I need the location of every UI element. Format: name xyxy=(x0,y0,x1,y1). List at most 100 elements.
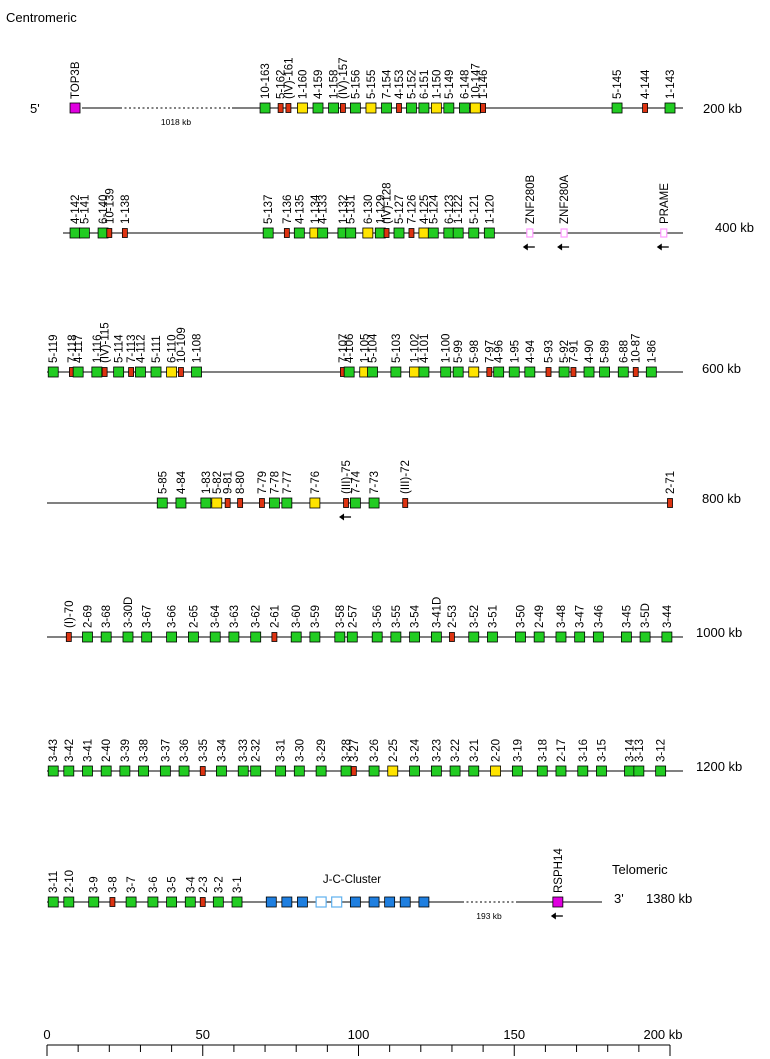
gene-label-3-54: 3-54 xyxy=(410,604,422,628)
gene-cluster-20 xyxy=(418,896,430,908)
gene-cluster-11 xyxy=(265,896,277,908)
gene-2-53 xyxy=(449,632,455,642)
gene-label-top3b: TOP3B xyxy=(70,61,82,99)
gene-label-7-79: 7-79 xyxy=(257,471,269,494)
gene-5-89 xyxy=(599,366,610,378)
gene-3-19 xyxy=(511,765,523,777)
gene-5-98 xyxy=(468,366,480,378)
gene-label-5-145: 5-145 xyxy=(612,70,624,99)
gene-label-10-139: 10-139 xyxy=(104,188,116,224)
gene-top3b xyxy=(69,102,81,114)
gene-label-5-103: 5-103 xyxy=(391,334,403,363)
gap-length-bottom: 193 kb xyxy=(476,911,502,921)
gene-label-3-52: 3-52 xyxy=(469,605,481,628)
gene-label-3-30: 3-30 xyxy=(294,739,306,762)
gene-5-121 xyxy=(468,227,480,239)
telomeric-label: Telomeric xyxy=(612,862,668,877)
gene-3-22 xyxy=(449,765,461,777)
gene-3-24 xyxy=(409,765,420,777)
gene-2-57 xyxy=(346,631,358,643)
gene-3-18 xyxy=(536,765,548,777)
gene-3-50 xyxy=(515,631,526,643)
gene-cluster-12 xyxy=(281,896,293,908)
gene-label-5-124: 5-124 xyxy=(428,194,440,224)
gene-label-4-106: 4-106 xyxy=(344,334,356,363)
gene-7-136 xyxy=(283,228,290,238)
gene-znf280b xyxy=(526,228,534,238)
gene-label-6-88: 6-88 xyxy=(618,340,630,363)
gene-label-3-63: 3-63 xyxy=(229,605,241,628)
gene-4-94 xyxy=(524,366,536,378)
gene-label-7-113: 7-113 xyxy=(126,334,138,363)
gene-label-3-66: 3-66 xyxy=(167,605,179,628)
gene-5-131 xyxy=(345,227,357,239)
gene-label-3-46: 3-46 xyxy=(593,605,605,628)
gene-label-5-162: 5-162 xyxy=(276,70,288,99)
gene-label-3-34: 3-34 xyxy=(216,738,228,762)
gene-label-3-67: 3-67 xyxy=(142,605,154,628)
gene-6-110 xyxy=(166,366,178,378)
gene-label-1-146: 1-146 xyxy=(478,70,490,99)
gene-3-29 xyxy=(315,765,327,777)
gene-5-99 xyxy=(452,366,464,378)
gene-1-108 xyxy=(191,366,202,378)
gene-label-2-32: 2-32 xyxy=(251,739,263,762)
gene-label-4-101: 4-101 xyxy=(419,334,431,363)
gene-2-17 xyxy=(555,765,567,777)
gene-label-3-58: 3-58 xyxy=(335,605,347,628)
scale-label-200: 200 kb xyxy=(643,1027,682,1042)
gene-label-5-155: 5-155 xyxy=(366,70,378,99)
gene-3-51 xyxy=(487,631,498,643)
orientation-arrow-znf280a xyxy=(557,243,570,251)
orientation-arrow-iii-75 xyxy=(339,513,352,521)
gene-2-69 xyxy=(82,631,93,643)
gene-label-7-107: 7-107 xyxy=(338,334,350,363)
gene-label-4-133: 4-133 xyxy=(318,195,330,224)
gene-10-139 xyxy=(106,228,113,238)
gene-2-32 xyxy=(250,765,262,777)
gene-7-126 xyxy=(408,228,415,238)
gene-label-4-90: 4-90 xyxy=(584,340,596,363)
scale-label-0: 0 xyxy=(43,1027,50,1042)
gene-iv-157 xyxy=(340,103,346,113)
gene-7-77 xyxy=(281,497,293,509)
gene-label-3-44: 3-44 xyxy=(662,604,674,628)
gene-label-1-150: 1-150 xyxy=(431,70,443,99)
gene-label-2-53: 2-53 xyxy=(447,605,459,628)
gene-5-162 xyxy=(277,103,284,113)
gene-3-33 xyxy=(237,765,249,777)
gene-label-2-61: 2-61 xyxy=(269,605,281,628)
five-prime-label: 5' xyxy=(30,101,40,116)
gene-3-36 xyxy=(178,765,190,777)
gene-4-90 xyxy=(583,366,595,378)
gene-cluster-14 xyxy=(315,896,327,908)
gene-1-100 xyxy=(440,366,452,378)
gene-iv-115 xyxy=(101,367,108,377)
gene-5-92 xyxy=(558,366,570,378)
gene-3-23 xyxy=(430,765,442,777)
gene-3-59 xyxy=(309,631,321,643)
gene-5-145 xyxy=(611,102,623,114)
gene-5-82 xyxy=(211,497,223,509)
gene-3-5d xyxy=(639,631,651,643)
gene-label-1-83: 1-83 xyxy=(201,471,213,494)
gene-2-40 xyxy=(100,765,112,777)
gene-2-20 xyxy=(490,765,501,777)
gene-10-109 xyxy=(178,367,184,377)
gene-label-2-17: 2-17 xyxy=(556,739,568,762)
gene-3-47 xyxy=(574,631,586,643)
gene-5-152 xyxy=(406,102,417,114)
gene-label-2-69: 2-69 xyxy=(82,605,94,628)
gene-label-3-33: 3-33 xyxy=(238,739,250,762)
gene-3-14 xyxy=(624,765,635,777)
gene-label-prame: PRAME xyxy=(659,183,671,224)
gene-5-127 xyxy=(393,227,405,239)
gene-3-30 xyxy=(293,765,305,777)
gene-3-55 xyxy=(390,631,402,643)
gene-label-3-4: 3-4 xyxy=(185,876,197,893)
gene-6-148 xyxy=(459,102,470,114)
scale-label-50: 50 xyxy=(196,1027,210,1042)
gene-1-95 xyxy=(508,366,520,378)
